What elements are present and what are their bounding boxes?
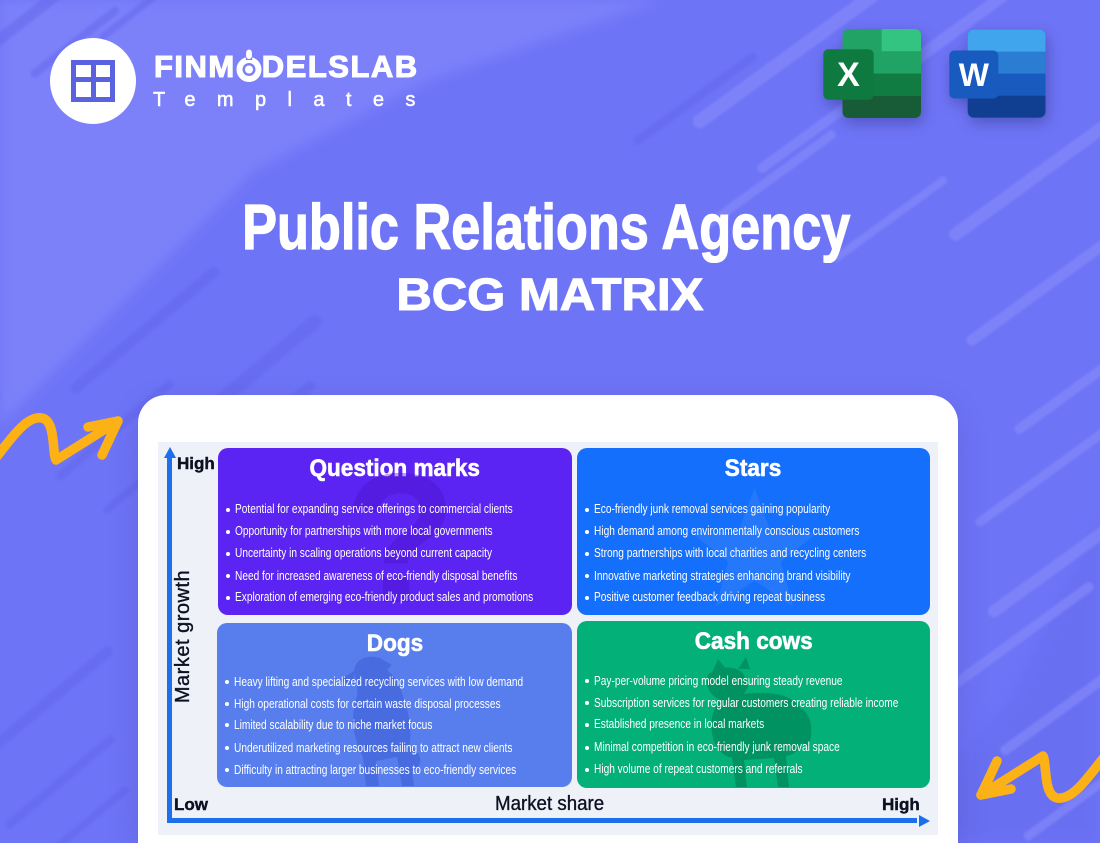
svg-text:?: ? <box>343 470 456 615</box>
svg-text:X: X <box>837 56 860 94</box>
svg-text:W: W <box>959 57 990 93</box>
